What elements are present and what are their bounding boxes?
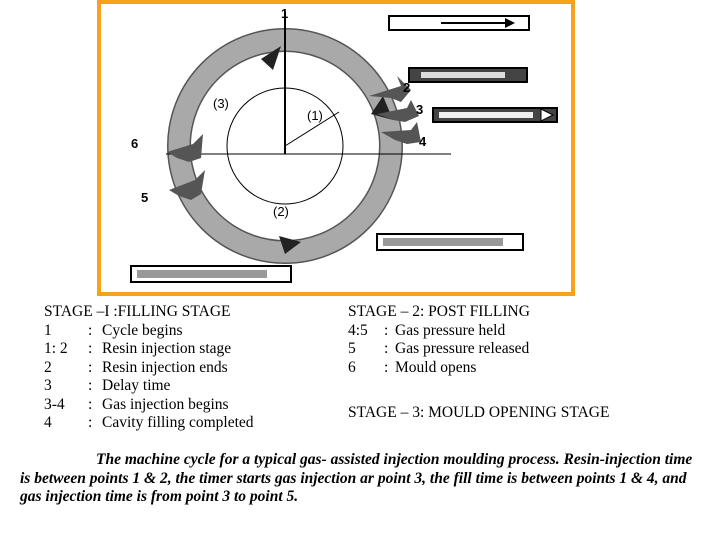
- stage-1-row-sep: :: [88, 377, 93, 394]
- stage-1-title: STAGE –I :FILLING STAGE: [44, 303, 231, 320]
- stage-1-row-key: 3-4: [44, 395, 65, 413]
- stage-2-row-desc: Gas pressure released: [395, 340, 530, 357]
- stage-1-row-desc: Resin injection stage: [102, 340, 232, 357]
- stage-2-row-desc: Gas pressure held: [395, 321, 506, 339]
- stage-2-row: 5 : Gas pressure released: [348, 340, 530, 359]
- cycle-diagram: 1 2 3 4 5 6 (1) (2) (3): [97, 0, 575, 296]
- point-label-4: 4: [419, 134, 427, 149]
- radial-line: [284, 111, 340, 147]
- stage-1-row: 1 : Cycle begins: [44, 322, 254, 341]
- stage-1-row-key: 4: [44, 414, 52, 431]
- stage-1-row: 3 : Delay time: [44, 377, 254, 396]
- stage-1-row: 3-4 : Gas injection begins: [44, 396, 254, 415]
- point-label-2: 2: [403, 80, 410, 95]
- stage-1-row-desc: Cavity filling completed: [102, 414, 254, 431]
- stage-1-row-desc: Delay time: [102, 377, 171, 394]
- stage-2-row-sep: :: [384, 340, 389, 357]
- stage-2-row-key: 6: [348, 358, 356, 376]
- stage-1-row-sep: :: [88, 414, 93, 431]
- stage-1-row-key: 1: [44, 321, 52, 339]
- mould-cavity-icon-3: [432, 107, 558, 123]
- stage-3-title: STAGE – 3: MOULD OPENING STAGE: [348, 404, 610, 421]
- mould-cavity-icon-2: [408, 67, 528, 83]
- stage-2-row: 4:5 : Gas pressure held: [348, 322, 530, 341]
- stage-1-block: STAGE –I :FILLING STAGE 1 : Cycle begins…: [44, 303, 254, 433]
- marker-2-icon: [369, 76, 411, 102]
- stage-2-row-key: 4:5: [348, 321, 368, 339]
- stage-1-row-sep: :: [88, 395, 93, 413]
- point-label-1: 1: [281, 6, 288, 21]
- stage-1-row: 2 : Resin injection ends: [44, 359, 254, 378]
- point-label-3: 3: [416, 102, 423, 117]
- stage-2-row: 6 : Mould opens: [348, 359, 530, 378]
- stage-1-row: 4 : Cavity filling completed: [44, 414, 254, 433]
- stage-2-row-key: 5: [348, 340, 356, 357]
- ring-arrow-icon-bottom: [279, 236, 301, 254]
- stage-1-row-desc: Resin injection ends: [102, 358, 228, 376]
- mould-cavity-icon-4: [376, 233, 524, 251]
- interval-label-1: (1): [307, 108, 323, 123]
- mould-cavity-icon-5: [130, 265, 292, 283]
- stage-1-row: 1: 2 : Resin injection stage: [44, 340, 254, 359]
- stage-1-row-key: 1: 2: [44, 340, 68, 357]
- stage-1-row-key: 3: [44, 377, 52, 394]
- point-label-5: 5: [141, 190, 148, 205]
- interval-label-2: (2): [273, 204, 289, 219]
- stage-1-row-sep: :: [88, 358, 93, 376]
- figure-caption: The machine cycle for a typical gas- ass…: [20, 451, 693, 505]
- stage-1-row-key: 2: [44, 358, 52, 376]
- mould-cavity-icon-1: [388, 15, 530, 31]
- inner-cycle-circle: [226, 87, 344, 205]
- stage-2-row-desc: Mould opens: [395, 358, 477, 376]
- marker-6-icon: [167, 134, 203, 162]
- stage-2-title: STAGE – 2: POST FILLING: [348, 303, 530, 320]
- ring-arrow-icon-top: [261, 46, 281, 70]
- stage-1-row-sep: :: [88, 321, 93, 339]
- cycle-diagram-svg: 1 2 3 4 5 6 (1) (2) (3): [130, 6, 558, 283]
- marker-4-icon: [381, 122, 421, 144]
- point-label-6: 6: [131, 136, 138, 151]
- interval-label-3: (3): [213, 96, 229, 111]
- stage-2-block: STAGE – 2: POST FILLING 4:5 : Gas pressu…: [348, 303, 530, 377]
- marker-3-icon: [377, 100, 419, 122]
- stage-1-row-sep: :: [88, 340, 93, 357]
- stage-2-row-sep: :: [384, 358, 389, 376]
- marker-5-icon: [169, 170, 205, 200]
- stage-2-row-sep: :: [384, 321, 389, 339]
- stage-1-row-desc: Gas injection begins: [102, 395, 229, 413]
- stage-1-row-desc: Cycle begins: [102, 321, 183, 339]
